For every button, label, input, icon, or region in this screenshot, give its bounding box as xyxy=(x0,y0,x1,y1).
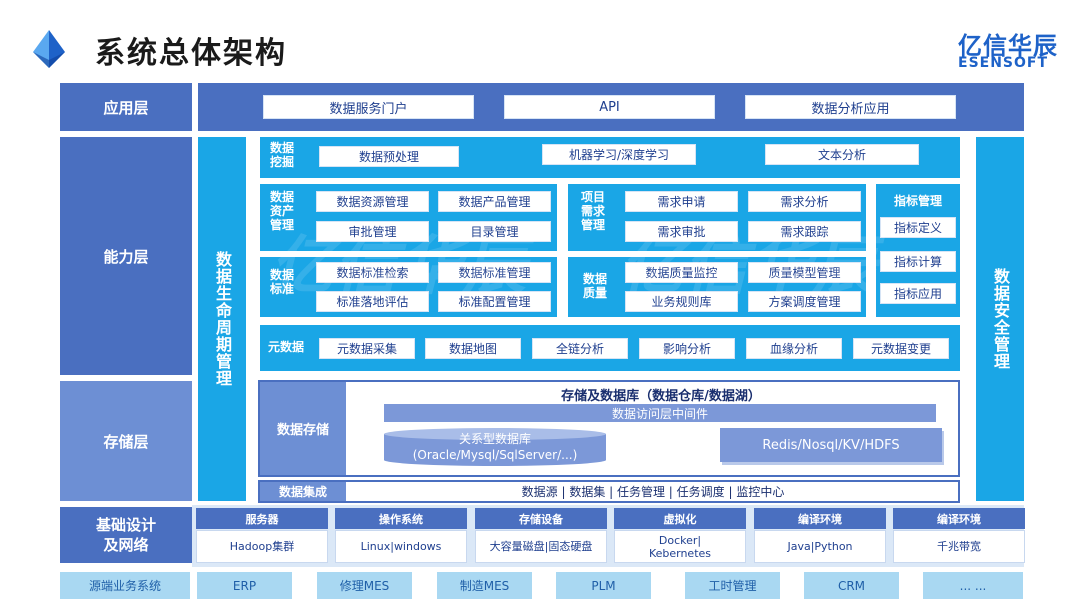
source-system-item[interactable]: 源端业务系统 xyxy=(60,572,190,599)
app-item-analysis[interactable]: 数据分析应用 xyxy=(745,95,956,119)
indicator-item-define[interactable]: 指标定义 xyxy=(880,217,956,238)
infra-body: Hadoop集群 xyxy=(196,530,328,563)
source-system-item[interactable]: 工时管理 xyxy=(685,572,780,599)
mining-item-preprocess[interactable]: 数据预处理 xyxy=(319,146,459,167)
security-title: 数据安全管理 xyxy=(991,268,1010,370)
layer-storage: 存储层 xyxy=(60,381,192,501)
mining-label: 数据 挖掘 xyxy=(270,141,295,169)
layer-app: 应用层 xyxy=(60,83,192,131)
infra-body: 千兆带宽 xyxy=(893,530,1025,563)
metadata-label: 元数据 xyxy=(268,340,305,354)
infra-head: 存储设备 xyxy=(475,508,607,529)
integration-label: 数据集成 xyxy=(260,482,346,501)
source-system-item[interactable]: 制造MES xyxy=(437,572,532,599)
indicator-item-apply[interactable]: 指标应用 xyxy=(880,283,956,304)
layer-ability: 能力层 xyxy=(60,137,192,375)
metadata-item-impact[interactable]: 影响分析 xyxy=(639,338,735,359)
metadata-item-change[interactable]: 元数据变更 xyxy=(853,338,949,359)
rdb-line2: (Oracle/Mysql/SqlServer/...) xyxy=(412,448,578,462)
asset-item-catalog[interactable]: 目录管理 xyxy=(438,221,551,242)
quality-item-rules[interactable]: 业务规则库 xyxy=(625,291,738,312)
asset-label: 数据 资产 管理 xyxy=(270,190,295,232)
quality-item-model[interactable]: 质量模型管理 xyxy=(748,262,861,283)
source-system-item[interactable]: ... ... xyxy=(923,572,1023,599)
source-system-item[interactable]: PLM xyxy=(556,572,651,599)
mining-item-text[interactable]: 文本分析 xyxy=(765,144,919,165)
demand-item-apply[interactable]: 需求申请 xyxy=(625,191,738,212)
integration-text: 数据源 | 数据集 | 任务管理 | 任务调度 | 监控中心 xyxy=(521,485,785,499)
app-item-portal[interactable]: 数据服务门户 xyxy=(263,95,474,119)
integration-panel xyxy=(258,480,960,503)
source-system-item[interactable]: 修理MES xyxy=(317,572,412,599)
storage-middleware: 数据访问层中间件 xyxy=(384,404,936,422)
quality-item-schedule[interactable]: 方案调度管理 xyxy=(748,291,861,312)
metadata-item-collect[interactable]: 元数据采集 xyxy=(319,338,415,359)
lifecycle-title: 数据生命周期管理 xyxy=(213,251,232,387)
infra-body: 大容量磁盘|固态硬盘 xyxy=(475,530,607,563)
brand-logo-cn: 亿信华辰 xyxy=(958,32,1058,60)
infra-body: Java|Python xyxy=(754,530,886,563)
infra-head: 服务器 xyxy=(196,508,328,529)
app-item-api[interactable]: API xyxy=(504,95,715,119)
demand-item-analysis[interactable]: 需求分析 xyxy=(748,191,861,212)
asset-item-approval[interactable]: 审批管理 xyxy=(316,221,429,242)
standard-label: 数据 标准 xyxy=(270,268,295,296)
infra-body: Docker| Kebernetes xyxy=(614,530,746,563)
demand-item-track[interactable]: 需求跟踪 xyxy=(748,221,861,242)
storage-title: 存储及数据库（数据仓库/数据湖） xyxy=(561,388,761,404)
quality-item-monitor[interactable]: 数据质量监控 xyxy=(625,262,738,283)
demand-item-review[interactable]: 需求审批 xyxy=(625,221,738,242)
storage-label: 数据存储 xyxy=(260,382,346,475)
lifecycle-bar: 数据生命周期管理 xyxy=(198,137,246,501)
quality-label: 数据 质量 xyxy=(583,272,608,300)
infra-body: Linux|windows xyxy=(335,530,467,563)
layer-base: 基础设计 及网络 xyxy=(60,507,192,563)
indicator-item-manage[interactable]: 指标管理 xyxy=(893,194,942,208)
indicator-item-calc[interactable]: 指标计算 xyxy=(880,251,956,272)
brand-logo-en: ESENSOFT xyxy=(958,55,1049,71)
source-system-item[interactable]: CRM xyxy=(804,572,899,599)
infra-head: 操作系统 xyxy=(335,508,467,529)
metadata-item-fullchain[interactable]: 全链分析 xyxy=(532,338,628,359)
rdb-line1: 关系型数据库 xyxy=(458,431,531,446)
metadata-item-lineage[interactable]: 血缘分析 xyxy=(746,338,842,359)
nosql-box: Redis/Nosql/KV/HDFS xyxy=(720,428,942,462)
standard-item-search[interactable]: 数据标准检索 xyxy=(316,262,429,283)
standard-item-manage[interactable]: 数据标准管理 xyxy=(438,262,551,283)
infra-head: 编译环境 xyxy=(893,508,1025,529)
infra-head: 编译环境 xyxy=(754,508,886,529)
asset-item-resource[interactable]: 数据资源管理 xyxy=(316,191,429,212)
security-bar: 数据安全管理 xyxy=(976,137,1024,501)
rdb-cylinder-icon xyxy=(384,428,606,466)
mining-item-ml[interactable]: 机器学习/深度学习 xyxy=(542,144,696,165)
page-title: 系统总体架构 xyxy=(95,36,287,71)
demand-label: 项目 需求 管理 xyxy=(581,190,606,232)
standard-item-eval[interactable]: 标准落地评估 xyxy=(316,291,429,312)
logo-diamond-icon xyxy=(33,30,65,68)
standard-item-config[interactable]: 标准配置管理 xyxy=(438,291,551,312)
metadata-item-map[interactable]: 数据地图 xyxy=(425,338,521,359)
infra-head: 虚拟化 xyxy=(614,508,746,529)
source-system-item[interactable]: ERP xyxy=(197,572,292,599)
asset-item-product[interactable]: 数据产品管理 xyxy=(438,191,551,212)
